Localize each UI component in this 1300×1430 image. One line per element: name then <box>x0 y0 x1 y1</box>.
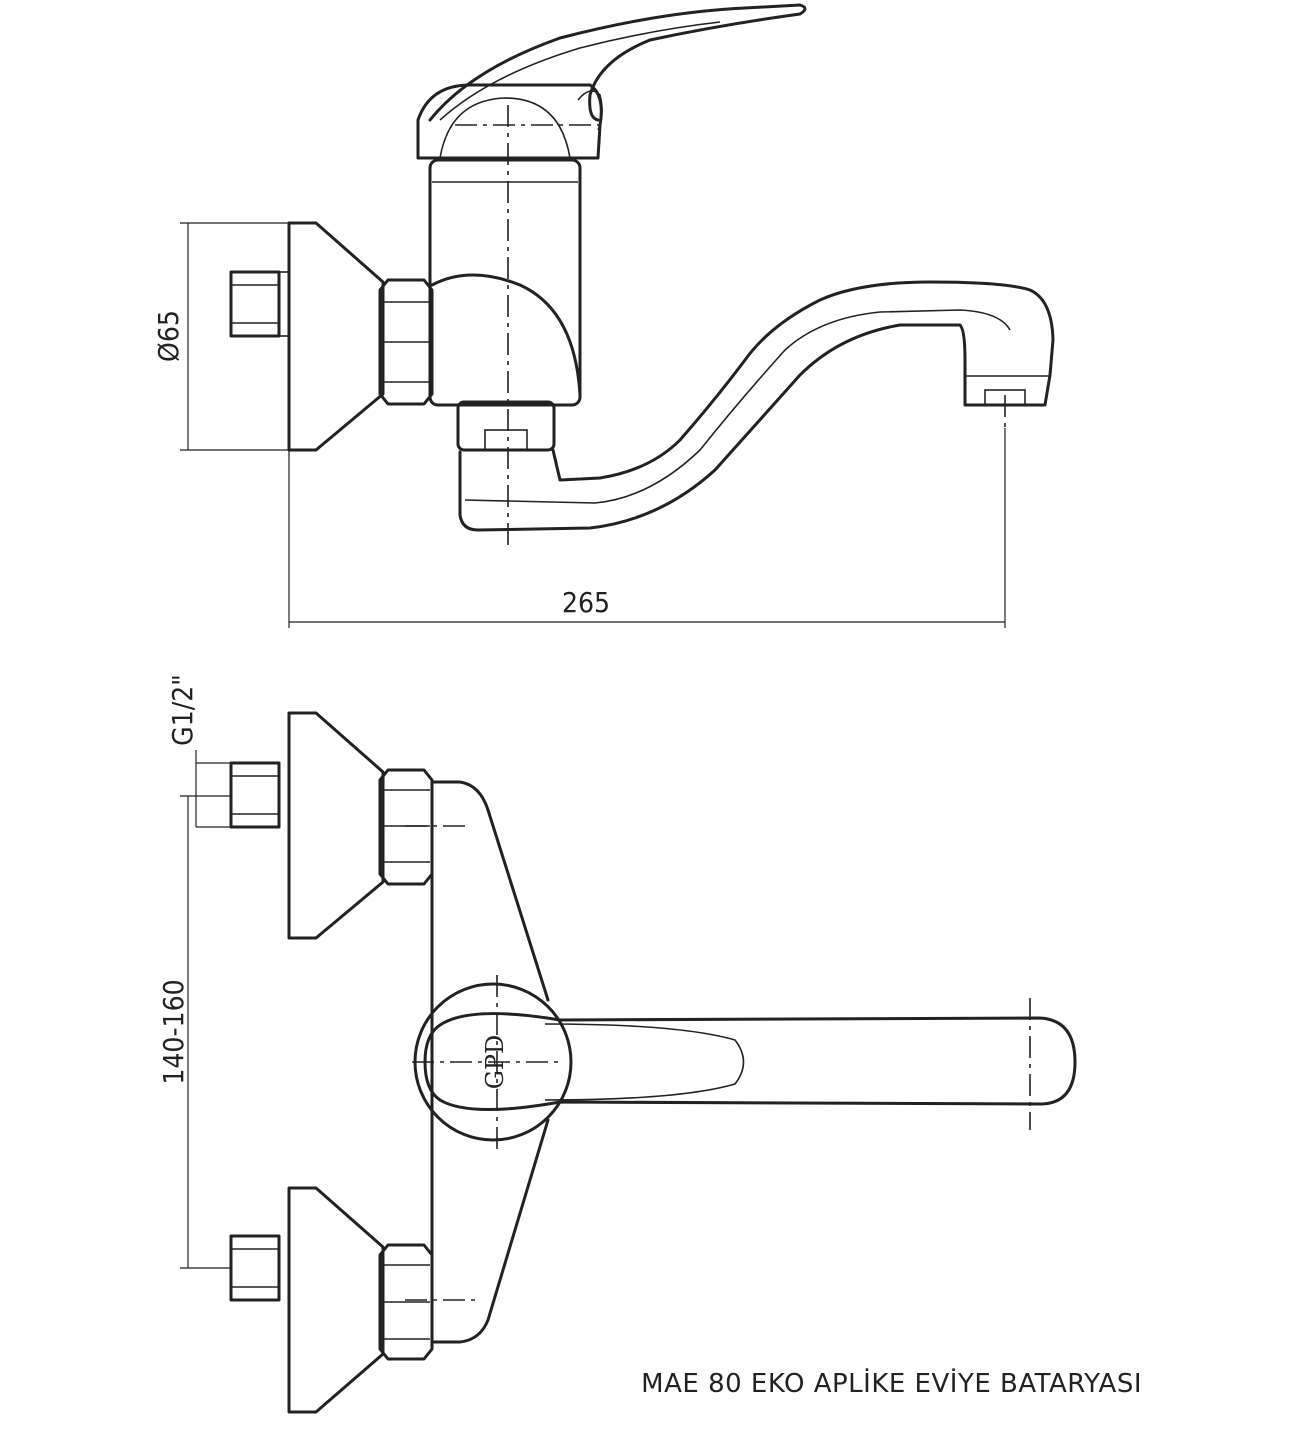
wall-flange <box>287 221 385 452</box>
spacing-dimension: 140-160 <box>157 795 231 1269</box>
diameter-dimension: Ø65 <box>152 222 289 451</box>
length-dimension: 265 <box>288 428 1006 628</box>
upper-wall-flange <box>287 711 385 940</box>
mixer-body <box>428 158 582 407</box>
swivel-spout <box>458 280 1055 532</box>
hex-nut <box>378 278 434 406</box>
upper-hex-nut <box>378 768 434 886</box>
inlet-connector <box>229 270 281 338</box>
length-label: 265 <box>562 586 610 619</box>
side-view <box>229 3 1055 548</box>
lever-handle-front <box>423 1012 1077 1111</box>
lever-handle <box>428 3 807 122</box>
spout-collar <box>456 400 556 452</box>
lower-wall-flange <box>287 1186 385 1414</box>
thread-label: G1/2" <box>166 674 199 746</box>
front-view: GPD <box>229 711 1077 1414</box>
lower-hex-nut <box>378 1243 434 1361</box>
diameter-label: Ø65 <box>152 310 185 362</box>
spacing-label: 140-160 <box>157 979 190 1084</box>
handle-cap <box>416 83 603 160</box>
lower-inlet-connector <box>229 1234 281 1302</box>
product-caption: MAE 80 EKO APLİKE EVİYE BATARYASI <box>641 1367 1142 1399</box>
thread-dimension: G1/2" <box>166 674 231 828</box>
mixer-body-front <box>430 780 550 1344</box>
upper-inlet-connector <box>229 761 281 829</box>
